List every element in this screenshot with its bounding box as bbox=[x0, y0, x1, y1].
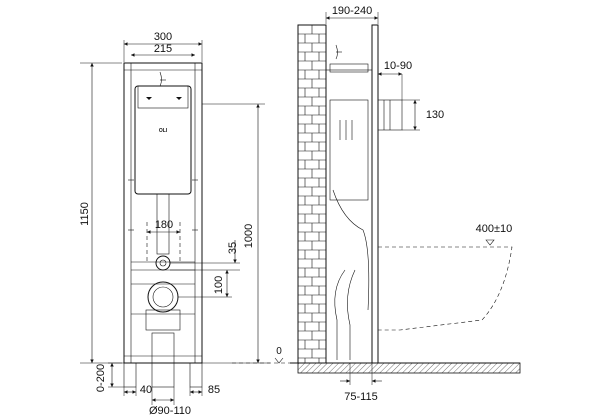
right-foot bbox=[189, 362, 203, 388]
side-view bbox=[290, 24, 521, 374]
dim-pipe-height: 130 bbox=[426, 109, 444, 121]
floor-zero: 0 bbox=[276, 346, 282, 357]
dim-height-frame: 1000 bbox=[243, 224, 255, 248]
wall-panel bbox=[371, 24, 379, 364]
outlet-pipe bbox=[151, 332, 175, 388]
brand-logo: OLI bbox=[159, 128, 168, 134]
dim-pipe-spacing: 180 bbox=[155, 219, 173, 231]
dim-width-total: 300 bbox=[154, 31, 172, 43]
dim-pipe-depth: 10-90 bbox=[384, 60, 412, 72]
cistern bbox=[134, 85, 192, 195]
toilet-bowl bbox=[378, 246, 513, 331]
flush-pipe bbox=[156, 193, 170, 255]
dim-bowl-height: 400±10 bbox=[476, 223, 513, 235]
frame-outline bbox=[123, 62, 203, 364]
left-foot bbox=[123, 362, 137, 388]
front-dimensions: 300 215 1150 1000 180 35 100 0 0-200 bbox=[79, 31, 290, 417]
flush-connector bbox=[155, 255, 171, 271]
dim-outlet-height: 100 bbox=[213, 276, 225, 294]
floor bbox=[297, 362, 521, 374]
dim-depth-range: 190-240 bbox=[332, 5, 372, 17]
dim-foot-width: 85 bbox=[208, 384, 220, 396]
cistern-side bbox=[329, 99, 369, 201]
dim-outlet-diameter: Ø90-110 bbox=[149, 405, 191, 417]
flush-plate bbox=[137, 85, 189, 109]
dim-bottom-range: 75-115 bbox=[344, 391, 377, 403]
dim-height-total: 1150 bbox=[79, 202, 91, 226]
side-dimensions: 190-240 10-90 130 400±10 75-115 bbox=[325, 5, 513, 403]
waste-outlet bbox=[147, 281, 179, 313]
dim-foot-offset: 40 bbox=[140, 384, 152, 396]
dim-flush-gap: 35 bbox=[227, 242, 239, 254]
dim-width-inner: 215 bbox=[154, 43, 172, 55]
dim-foot-range: 0-200 bbox=[95, 364, 107, 392]
